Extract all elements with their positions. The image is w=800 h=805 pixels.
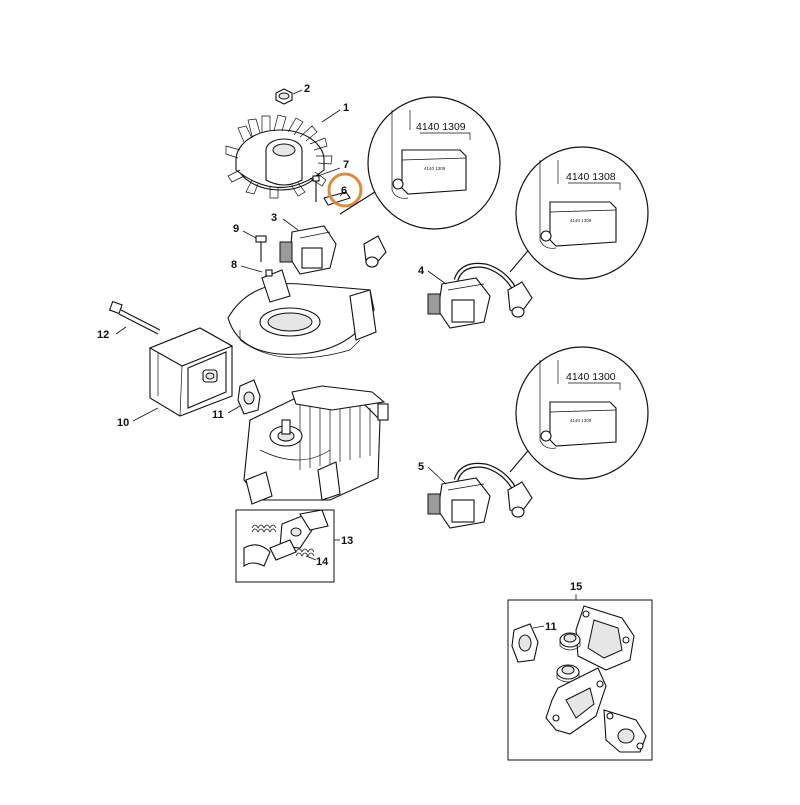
clutch-spring-a[interactable]: [251, 524, 277, 533]
flywheel[interactable]: [225, 114, 333, 199]
clutch-spring-b[interactable]: [295, 548, 315, 557]
oil-seal-b[interactable]: [556, 664, 580, 683]
ignition-module-4[interactable]: [427, 262, 533, 329]
callout-4[interactable]: 4: [418, 265, 425, 277]
ignition-module-3[interactable]: [279, 220, 387, 275]
detail-stamp-coil-5: 4140 1300: [570, 418, 592, 423]
clutch-kit-13[interactable]: [235, 509, 335, 583]
callout-13[interactable]: 13: [341, 535, 353, 547]
callout-10[interactable]: 10: [117, 417, 129, 429]
detail-circle-coil-5[interactable]: 4140 1300 4140 1300: [509, 346, 649, 480]
ignition-module-5[interactable]: [427, 462, 533, 529]
engine-block[interactable]: [243, 385, 389, 505]
detail-circle-coil-4[interactable]: 4140 1308 4140 1308: [509, 146, 649, 280]
flywheel-nut[interactable]: [275, 88, 293, 105]
callout-12[interactable]: 12: [97, 329, 109, 341]
screw-9[interactable]: [255, 235, 267, 262]
callout-14[interactable]: 14: [316, 556, 329, 568]
callout-9[interactable]: 9: [233, 223, 239, 235]
gasket-set-item-11[interactable]: [511, 623, 539, 663]
detail-partno-coil-5: 4140 1300: [566, 371, 616, 383]
cylinder-gasket[interactable]: [575, 605, 635, 671]
callout-6[interactable]: 6: [341, 185, 347, 197]
callout-11a[interactable]: 11: [212, 409, 224, 421]
detail-partno-coil-3: 4140 1309: [416, 121, 466, 133]
clip-6[interactable]: [323, 191, 351, 206]
gasket-set-15[interactable]: 11: [507, 599, 653, 761]
callout-11b[interactable]: 11: [545, 621, 557, 633]
detail-partno-coil-4: 4140 1308: [566, 171, 616, 183]
callout-1[interactable]: 1: [343, 102, 349, 114]
callout-2[interactable]: 2: [304, 83, 310, 95]
callout-7[interactable]: 7: [343, 159, 349, 171]
muffler-10[interactable]: [148, 327, 234, 417]
carburetor-gasket[interactable]: [603, 709, 647, 753]
detail-stamp-coil-4: 4140 1308: [570, 218, 592, 223]
bolt-12[interactable]: [108, 300, 161, 335]
callout-5[interactable]: 5: [418, 461, 424, 473]
screw-7[interactable]: [312, 175, 320, 202]
intake-gasket[interactable]: [545, 667, 607, 735]
callout-8[interactable]: 8: [231, 259, 237, 271]
gasket-11[interactable]: [237, 379, 261, 415]
callout-15[interactable]: 15: [570, 581, 582, 593]
baffle-plate-8[interactable]: [227, 269, 377, 359]
callout-3[interactable]: 3: [271, 212, 277, 224]
oil-seal-a[interactable]: [559, 632, 581, 651]
detail-stamp-coil-3: 4140 1309: [424, 166, 446, 171]
detail-circle-coil-3[interactable]: 4140 1309 4140 1309: [339, 96, 501, 230]
highlight-ring: [327, 172, 363, 208]
